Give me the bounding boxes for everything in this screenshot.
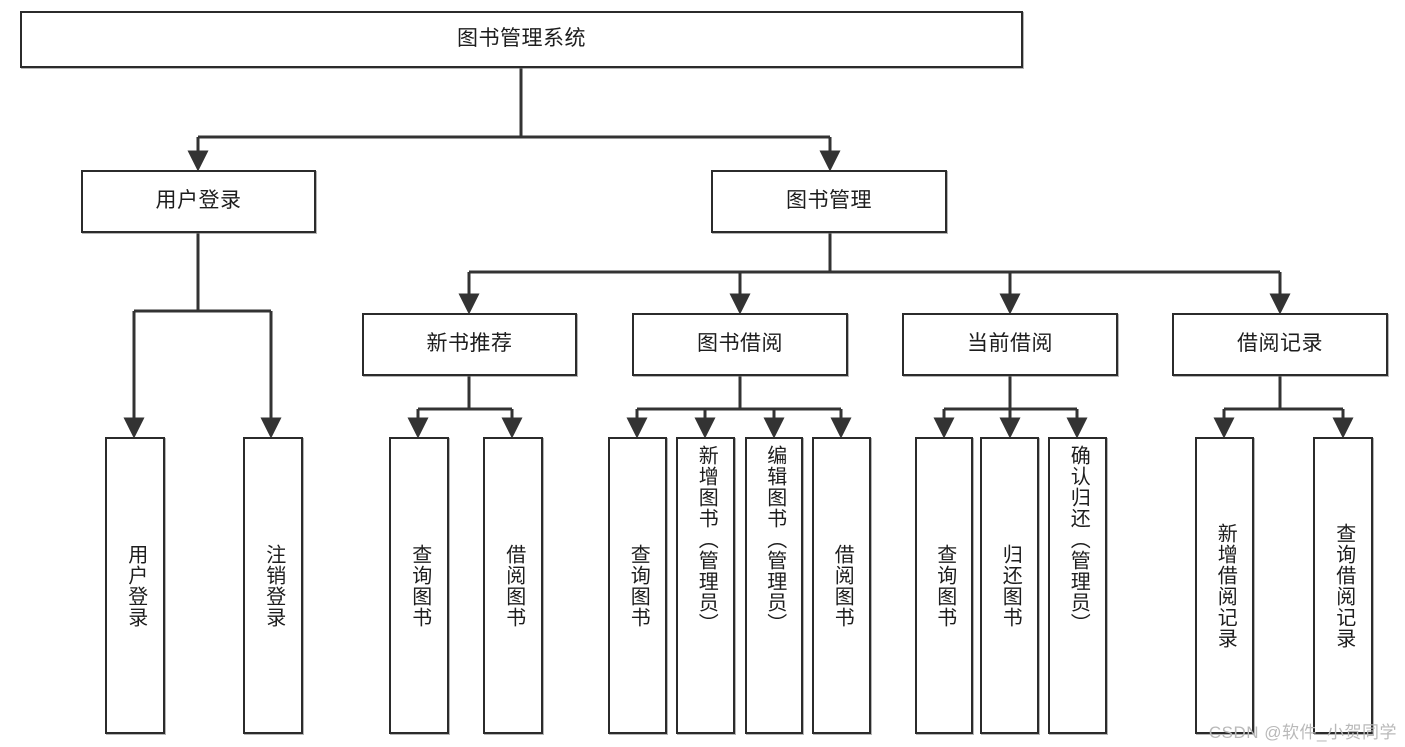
node-book-borrow[interactable]: 图书借阅 xyxy=(632,313,848,376)
node-label-leaf-edit-book: 编辑图书（管理员） xyxy=(763,445,786,634)
node-book-management[interactable]: 图书管理 xyxy=(711,170,947,233)
node-label-leaf-logout-login: 注销登录 xyxy=(262,543,285,628)
node-leaf-confirm-return[interactable]: 确认归还（管理员） xyxy=(1048,437,1107,734)
node-label-leaf-add-record: 新增借阅记录 xyxy=(1214,522,1237,649)
node-leaf-query-book-3[interactable]: 查询图书 xyxy=(915,437,973,734)
node-leaf-borrow-book-2[interactable]: 借阅图书 xyxy=(812,437,871,734)
node-label-leaf-confirm-return: 确认归还（管理员） xyxy=(1067,445,1090,634)
node-label-leaf-query-record: 查询借阅记录 xyxy=(1332,522,1355,649)
node-leaf-query-record[interactable]: 查询借阅记录 xyxy=(1313,437,1373,734)
node-label-leaf-query-book-1: 查询图书 xyxy=(408,543,431,628)
node-label-new-book-recommend: 新书推荐 xyxy=(426,332,513,356)
node-label-leaf-query-book-2: 查询图书 xyxy=(627,543,650,628)
node-leaf-add-book[interactable]: 新增图书（管理员） xyxy=(676,437,735,734)
node-user-login[interactable]: 用户登录 xyxy=(81,170,316,233)
node-label-book-borrow: 图书借阅 xyxy=(697,332,783,356)
node-label-leaf-query-book-3: 查询图书 xyxy=(933,543,956,628)
node-leaf-query-book-1[interactable]: 查询图书 xyxy=(389,437,449,734)
node-leaf-logout-login[interactable]: 注销登录 xyxy=(243,437,303,734)
node-new-book-recommend[interactable]: 新书推荐 xyxy=(362,313,577,376)
node-leaf-query-book-2[interactable]: 查询图书 xyxy=(608,437,667,734)
node-label-leaf-user-login: 用户登录 xyxy=(124,543,147,628)
node-label-leaf-add-book: 新增图书（管理员） xyxy=(695,445,718,634)
node-label-user-login: 用户登录 xyxy=(155,189,242,213)
node-leaf-user-login[interactable]: 用户登录 xyxy=(105,437,165,734)
node-label-current-borrow: 当前借阅 xyxy=(967,332,1053,356)
watermark-text: CSDN @软件_小贺同学 xyxy=(1208,723,1397,742)
node-label-book-management: 图书管理 xyxy=(786,189,872,213)
node-label-leaf-borrow-book-1: 借阅图书 xyxy=(502,543,525,628)
node-leaf-edit-book[interactable]: 编辑图书（管理员） xyxy=(745,437,803,734)
node-label-leaf-return-book: 归还图书 xyxy=(999,543,1022,628)
node-leaf-add-record[interactable]: 新增借阅记录 xyxy=(1195,437,1254,734)
node-label-leaf-borrow-book-2: 借阅图书 xyxy=(831,543,854,628)
node-leaf-return-book[interactable]: 归还图书 xyxy=(980,437,1039,734)
node-borrow-record[interactable]: 借阅记录 xyxy=(1172,313,1388,376)
node-current-borrow[interactable]: 当前借阅 xyxy=(902,313,1118,376)
node-label-root: 图书管理系统 xyxy=(457,27,586,51)
node-root-book-management-system[interactable]: 图书管理系统 xyxy=(20,11,1023,68)
node-leaf-borrow-book-1[interactable]: 借阅图书 xyxy=(483,437,543,734)
node-label-borrow-record: 借阅记录 xyxy=(1237,332,1323,356)
